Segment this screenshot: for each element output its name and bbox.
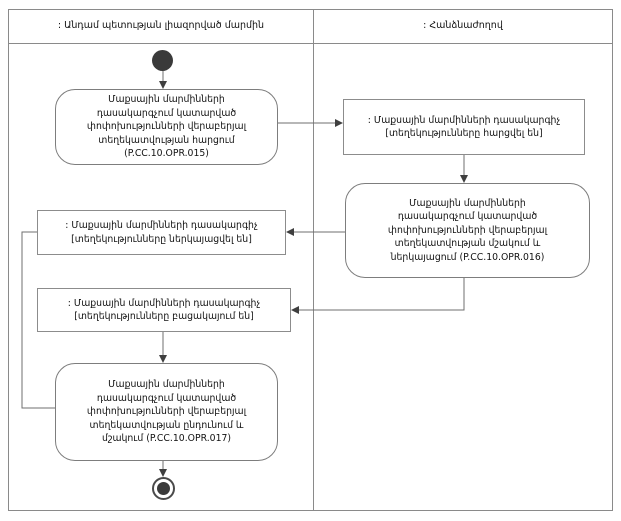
object-node-classifier-requested[interactable]: : Մաքսային մարմինների դասակարգիչ [տեղեկո… (343, 99, 585, 155)
object-node-classifier-presented[interactable]: : Մաքսային մարմինների դասակարգիչ [տեղեկո… (37, 210, 286, 255)
action-node-opr-017[interactable]: Մաքսային մարմինների դասակարգչում կատարվա… (55, 363, 278, 461)
action-node-opr-016[interactable]: Մաքսային մարմինների դասակարգչում կատարվա… (345, 183, 590, 278)
swimlane-vertical-divider (313, 9, 314, 511)
swimlane-header-member-state-body: : Անդամ պետության լիազորված մարմին (57, 20, 265, 31)
action-node-opr-015[interactable]: Մաքսային մարմինների դասակարգչում կատարվա… (55, 89, 278, 165)
object-node-classifier-absent[interactable]: : Մաքսային մարմինների դասակարգիչ [տեղեկո… (37, 288, 291, 332)
initial-node (152, 50, 173, 71)
activity-final-node (152, 477, 175, 500)
swimlane-header-commission: : Հանձնաժողով (423, 20, 503, 31)
lane-header-divider (8, 43, 613, 44)
